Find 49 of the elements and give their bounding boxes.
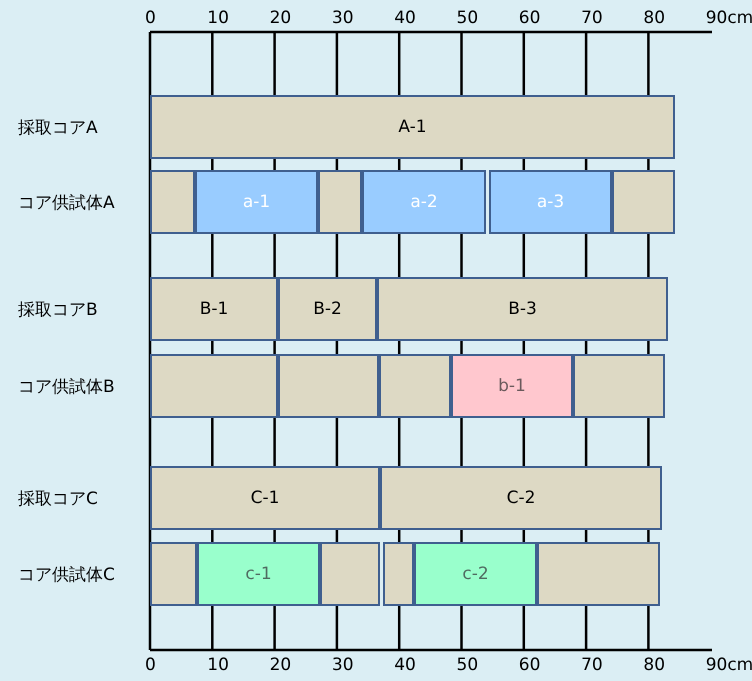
blank-segment <box>150 354 278 418</box>
tick-label: 0 <box>145 655 156 675</box>
blank-segment <box>612 170 675 234</box>
core-segment: B-2 <box>278 277 377 341</box>
blank-segment <box>150 170 195 234</box>
blank-segment <box>318 170 362 234</box>
row-label: 採取コアB <box>18 299 98 321</box>
blank-segment <box>573 354 665 418</box>
tick-label: 70 <box>581 8 603 28</box>
tick-label: 80 <box>643 655 666 675</box>
blank-segment <box>537 542 660 606</box>
tick-label: 0 <box>145 8 156 28</box>
core-segment: a-1 <box>195 170 318 234</box>
core-segment: c-2 <box>414 542 537 606</box>
tick-label: 40 <box>394 8 416 28</box>
tick-label: 40 <box>394 655 416 675</box>
core-segment: B-1 <box>150 277 278 341</box>
tick-label: 90cm <box>706 8 752 28</box>
core-segment: A-1 <box>150 95 675 159</box>
tick-label: 20 <box>270 8 292 28</box>
tick-label: 50 <box>456 655 478 675</box>
core-segment: C-1 <box>150 466 380 530</box>
row-label: コア供試体A <box>18 192 115 214</box>
core-segment: a-2 <box>362 170 486 234</box>
tick-label: 30 <box>332 655 354 675</box>
core-segment: B-3 <box>377 277 668 341</box>
tick-label: 10 <box>207 655 229 675</box>
row-label: 採取コアC <box>18 488 98 510</box>
core-segment: c-1 <box>197 542 320 606</box>
blank-segment <box>278 354 379 418</box>
blank-segment <box>379 354 451 418</box>
tick-label: 70 <box>581 655 603 675</box>
row-label: 採取コアA <box>18 117 98 139</box>
core-segment: b-1 <box>451 354 573 418</box>
blank-segment <box>383 542 414 606</box>
tick-label: 30 <box>332 8 354 28</box>
tick-label: 20 <box>270 655 292 675</box>
row-label: コア供試体B <box>18 376 115 398</box>
core-segment: C-2 <box>380 466 662 530</box>
row-label: コア供試体C <box>18 564 115 586</box>
tick-label: 50 <box>456 8 478 28</box>
blank-segment <box>150 542 197 606</box>
blank-segment <box>320 542 380 606</box>
tick-label: 60 <box>518 8 540 28</box>
tick-label: 80 <box>643 8 666 28</box>
core-segment: a-3 <box>489 170 612 234</box>
tick-label: 90cm <box>706 655 752 675</box>
tick-label: 60 <box>518 655 540 675</box>
tick-label: 10 <box>207 8 229 28</box>
